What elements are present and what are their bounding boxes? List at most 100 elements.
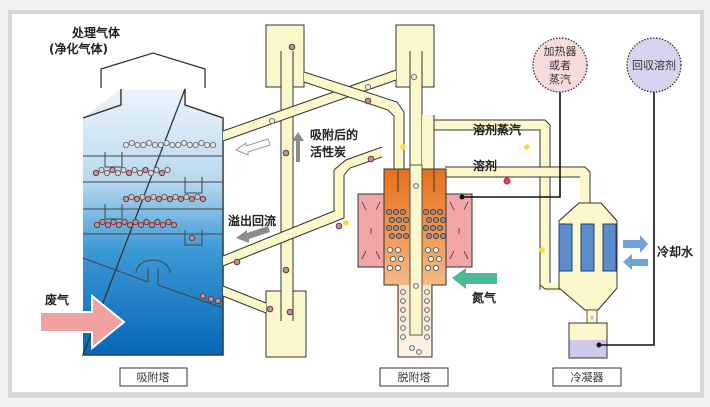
- carbon-particle: [282, 149, 290, 157]
- carbon-particle: [155, 195, 163, 203]
- carbon-particle: [413, 183, 419, 189]
- carbon-particle: [282, 266, 290, 274]
- carbon-particle: [134, 141, 141, 149]
- desorption-tower: I I: [357, 164, 497, 358]
- carbon-particle: [436, 224, 444, 232]
- condenser-caption: 冷凝器: [571, 370, 604, 384]
- carbon-particle: [424, 246, 432, 254]
- carbon-particle: [139, 193, 146, 201]
- carbon-particle: [424, 289, 430, 295]
- carbon-particle: [432, 264, 440, 272]
- adsorption-tower: [39, 52, 224, 356]
- carbon-particle: [136, 169, 144, 177]
- carbon-particle: [335, 222, 343, 230]
- tray-plates: [82, 152, 224, 309]
- carbon-particle: [132, 218, 139, 226]
- carbon-particle: [424, 334, 430, 340]
- carbon-particle: [128, 139, 135, 147]
- carbon-particle: [169, 141, 176, 149]
- carbon-particle: [103, 169, 111, 177]
- carbon-particle: [188, 234, 196, 242]
- carbon-particle: [413, 283, 419, 289]
- carbon-particle: [389, 255, 397, 263]
- carbon-particle: [266, 305, 274, 313]
- cooling-tube: [580, 223, 595, 272]
- adsorbed-carbon-label: 吸附后的: [310, 127, 358, 142]
- carbon-particle: [402, 216, 410, 224]
- carbon-particle: [98, 166, 105, 174]
- treated-gas-label: 处理气体: [71, 25, 121, 40]
- carbon-particle: [432, 232, 440, 240]
- carbon-particle: [209, 141, 217, 149]
- carbon-particle: [400, 325, 406, 331]
- condenser-caption-box: [552, 367, 622, 387]
- cooling-water-label: 冷却水: [657, 244, 694, 259]
- heater-steam-circle: [532, 37, 588, 93]
- upward-flow-arrow: [292, 132, 304, 162]
- carbon-particle: [394, 264, 402, 272]
- adsorption-tower-caption-box: [119, 367, 188, 387]
- carbon-particle: [432, 216, 440, 224]
- pipes: [222, 24, 591, 358]
- return-flow-arrow: [234, 138, 271, 156]
- carbon-particle: [142, 166, 149, 174]
- cooling-water-out-arrow: [623, 235, 648, 253]
- carbon-particle: [427, 255, 435, 263]
- adsorbed-carbon-label-2: 活性炭: [310, 144, 346, 159]
- desorption-tower-caption: 脱附塔: [398, 370, 431, 384]
- carbon-particle: [161, 193, 168, 201]
- carbon-particle: [425, 216, 433, 224]
- carbon-particle: [172, 193, 179, 201]
- heater-label-3: 蒸汽: [549, 72, 571, 86]
- carbon-particle: [392, 208, 400, 216]
- carbon-particle: [128, 193, 135, 201]
- carbon-particle: [416, 349, 422, 355]
- carbon-particle: [120, 166, 127, 174]
- desorption-tower-caption-box: [379, 367, 449, 387]
- carbon-particle: [151, 141, 159, 149]
- carbon-particle: [410, 73, 418, 81]
- carbon-particle: [104, 221, 112, 229]
- solvent-label: 溶剂: [473, 158, 497, 173]
- carbon-particle: [194, 193, 201, 201]
- carbon-particle: [343, 220, 349, 226]
- carbon-particle: [388, 232, 396, 240]
- carbon-particle: [147, 169, 155, 177]
- carbon-particle: [388, 216, 396, 224]
- carbon-particle: [409, 345, 415, 351]
- heater-right: [445, 193, 473, 268]
- carbon-particle: [399, 208, 407, 216]
- recovered-solvent-circle: [626, 37, 682, 93]
- carbon-particle: [400, 316, 406, 322]
- carbon-particle: [109, 166, 116, 174]
- carbon-particle: [143, 218, 150, 226]
- carbon-particle: [186, 141, 193, 149]
- cooling-water-in-arrow: [623, 254, 648, 270]
- nitrogen-label: 氮气: [472, 290, 496, 305]
- condenser: [558, 202, 648, 359]
- carbon-particle: [131, 166, 138, 174]
- carbon-particle: [122, 141, 130, 149]
- carbon-particle: [93, 221, 101, 229]
- carbon-particle: [400, 144, 406, 150]
- svg-text:I: I: [370, 227, 372, 236]
- carbon-particle: [199, 292, 207, 300]
- carbon-particle: [400, 298, 406, 304]
- carbon-particle: [204, 141, 211, 149]
- carbon-particle: [133, 195, 141, 203]
- carbon-particle: [137, 221, 145, 229]
- carbon-particle: [153, 166, 160, 174]
- carbon-particle: [399, 224, 407, 232]
- carbon-particle: [386, 264, 394, 272]
- carbon-particle: [164, 166, 171, 174]
- carbon-particle: [395, 216, 403, 224]
- svg-text:I: I: [458, 227, 460, 236]
- carbon-particle: [402, 232, 410, 240]
- waste-gas-arrow: [39, 293, 126, 351]
- recovery-line: [599, 92, 655, 346]
- waste-gas-label: 废气: [45, 292, 69, 307]
- carbon-particle: [397, 255, 405, 263]
- carbon-particle: [422, 224, 430, 232]
- solvent-vapor-label: 溶剂蒸汽: [473, 122, 521, 137]
